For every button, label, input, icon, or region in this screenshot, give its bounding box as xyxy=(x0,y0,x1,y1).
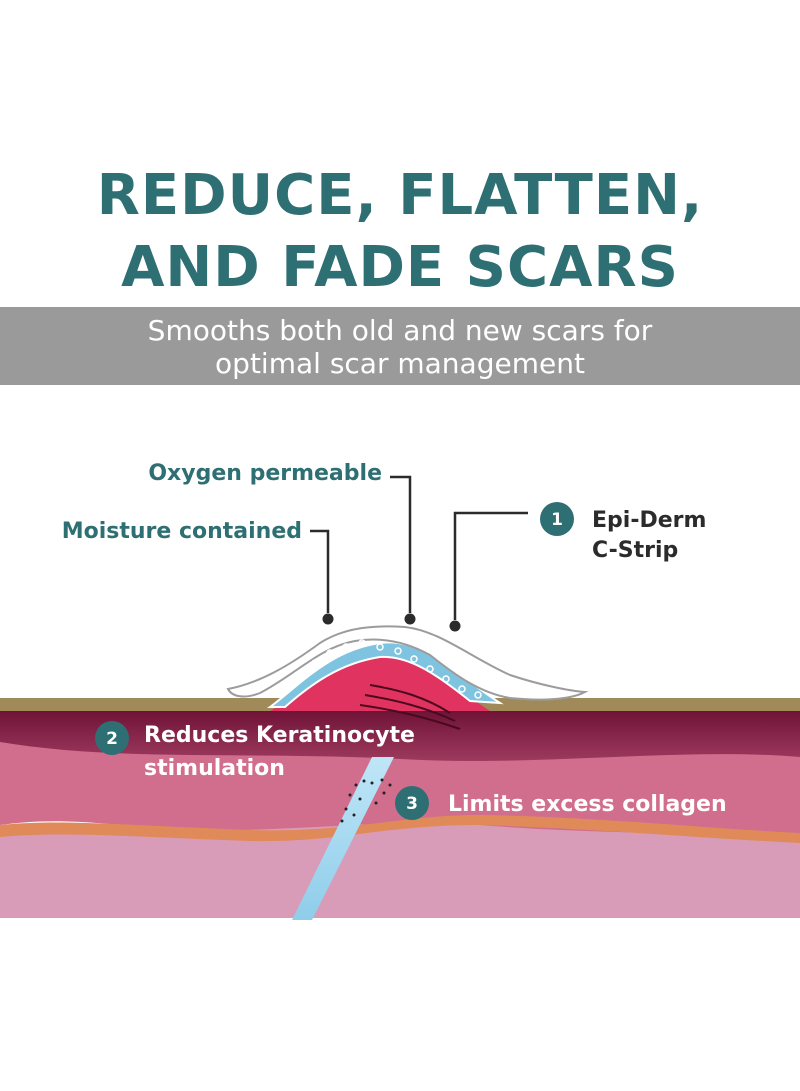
step-2-label-line-1: Reduces Keratinocyte xyxy=(144,723,415,748)
step-1-badge xyxy=(540,502,574,536)
oxygen-permeable-label: Oxygen permeable xyxy=(148,461,382,486)
headline-line-2: AND FADE SCARS xyxy=(121,235,679,300)
subtitle-line-1: Smooths both old and new scars for xyxy=(147,314,653,347)
collagen-band xyxy=(0,815,800,843)
step-2-badge xyxy=(95,721,129,755)
subtitle-band: Smooths both old and new scars for optim… xyxy=(0,307,800,385)
strip-gel-layer xyxy=(266,641,504,708)
silicone-strip xyxy=(226,625,589,708)
moisture-leader xyxy=(310,529,330,613)
step-2-label-line-2: stimulation xyxy=(144,756,285,781)
subcutaneous-layer xyxy=(0,825,800,918)
scar-ridges xyxy=(359,684,461,730)
collagen-dots xyxy=(340,778,392,823)
step-1: 1 Epi-Derm C-Strip xyxy=(540,502,706,563)
strip-leader xyxy=(453,511,528,620)
callout-lines xyxy=(310,475,528,620)
strip-dot xyxy=(449,620,461,632)
step-3: 3 Limits excess collagen xyxy=(395,786,727,820)
step-3-number: 3 xyxy=(406,794,418,814)
headline: REDUCE, FLATTEN, AND FADE SCARS xyxy=(0,160,800,304)
skin-diagram: Oxygen permeable Moisture contained 1 Ep… xyxy=(0,461,800,920)
moisture-contained-label: Moisture contained xyxy=(62,519,302,544)
step-3-label: Limits excess collagen xyxy=(448,792,727,817)
strip-outer-layer xyxy=(226,625,589,701)
subtitle-line-2: optimal scar management xyxy=(215,347,585,380)
step-1-number: 1 xyxy=(551,510,563,530)
callout-dots xyxy=(322,613,461,632)
oxygen-leader xyxy=(390,475,412,613)
step-3-badge xyxy=(395,786,429,820)
light-beam xyxy=(292,757,394,920)
step-2: 2 Reduces Keratinocyte stimulation xyxy=(95,721,415,781)
step-1-label-line-1: Epi-Derm xyxy=(592,508,706,533)
strip-bubbles xyxy=(296,639,482,699)
epidermis-layer xyxy=(0,710,800,761)
step-2-number: 2 xyxy=(106,729,118,749)
moisture-dot xyxy=(322,613,334,625)
step-1-label-line-2: C-Strip xyxy=(592,538,678,563)
headline-line-1: REDUCE, FLATTEN, xyxy=(96,163,704,228)
oxygen-dot xyxy=(404,613,416,625)
scar-tissue xyxy=(270,653,490,711)
